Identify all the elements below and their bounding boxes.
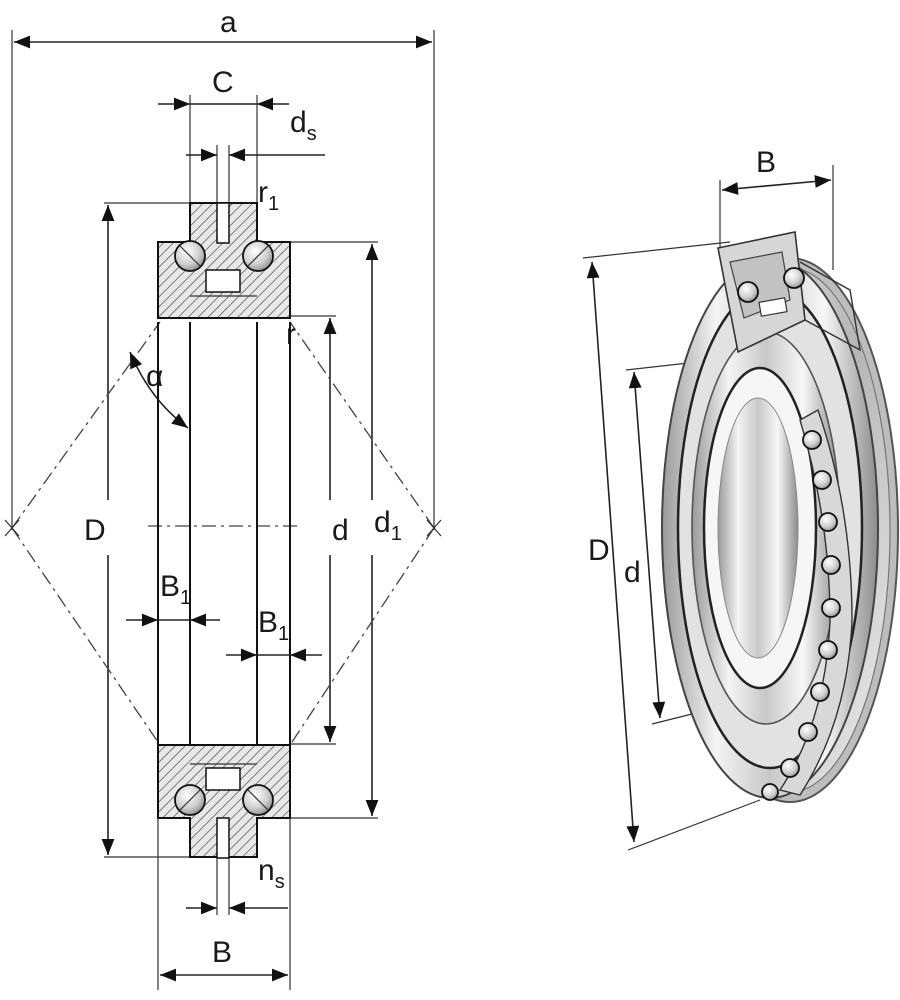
perspective-view: B D d <box>582 146 899 851</box>
dimension-ds: ds <box>186 106 325 205</box>
label-b1-left: B1 <box>160 570 191 609</box>
perspective-label-b: B <box>756 146 776 179</box>
label-D-left: D <box>84 514 106 547</box>
contact-angle-lines: α <box>4 321 442 746</box>
dimension-b1-left: B1 <box>126 570 220 627</box>
top-cross-section <box>157 202 291 319</box>
dimension-b-bottom: B <box>157 818 291 990</box>
perspective-dimension-b: B <box>719 146 834 270</box>
label-b-bottom: B <box>212 936 232 969</box>
label-ds: ds <box>290 106 317 145</box>
bearing-3d-render <box>661 231 899 803</box>
bearing-body-outline <box>157 322 291 745</box>
label-c: C <box>212 66 234 99</box>
label-alpha: α <box>146 360 163 393</box>
perspective-label-d: d <box>624 556 641 589</box>
dimension-d1: d1 <box>365 244 402 816</box>
dimension-ns: ns <box>186 854 288 915</box>
label-a: a <box>220 6 237 39</box>
dimension-a: a <box>11 6 435 530</box>
perspective-dimension-D: D <box>582 241 761 851</box>
label-d: d <box>332 514 349 547</box>
label-r1: r1 <box>258 176 279 215</box>
dimension-D-left: D <box>84 205 115 855</box>
label-d1: d1 <box>374 506 402 545</box>
label-b1-right: B1 <box>258 606 289 645</box>
bottom-cross-section <box>157 744 291 859</box>
label-ns: ns <box>258 854 285 893</box>
perspective-label-D: D <box>588 534 610 567</box>
section-drawing: a C ds r1 r D <box>4 6 442 990</box>
dimension-b1-right: B1 <box>226 606 322 662</box>
dimension-d: d <box>323 318 349 742</box>
